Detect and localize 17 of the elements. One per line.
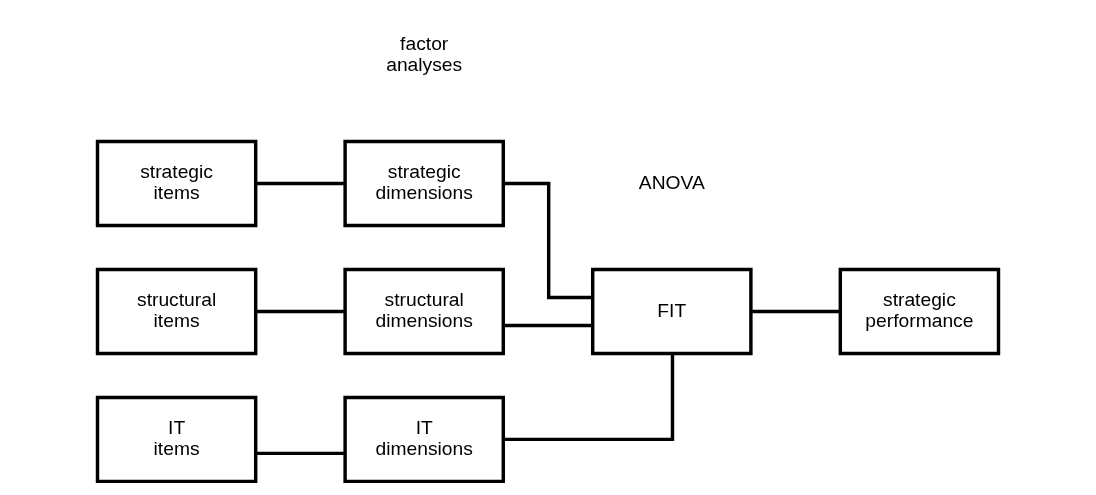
node-box: structural items bbox=[95, 267, 258, 356]
connector bbox=[503, 353, 675, 442]
connector bbox=[503, 181, 593, 300]
node-box: FIT bbox=[591, 267, 753, 356]
node-box: strategic items bbox=[95, 139, 258, 228]
connector bbox=[256, 451, 346, 456]
label: ANOVA bbox=[638, 171, 705, 193]
node-box: strategic dimensions bbox=[343, 139, 505, 228]
node-box: IT dimensions bbox=[343, 395, 505, 484]
label: factor analyses bbox=[386, 33, 463, 76]
node-box: structural dimensions bbox=[343, 267, 505, 356]
node-box: IT items bbox=[95, 395, 258, 484]
connector bbox=[751, 309, 841, 314]
connector bbox=[256, 181, 346, 186]
connector bbox=[256, 309, 346, 314]
connector bbox=[503, 323, 593, 328]
node-box: strategic performance bbox=[838, 267, 1001, 356]
